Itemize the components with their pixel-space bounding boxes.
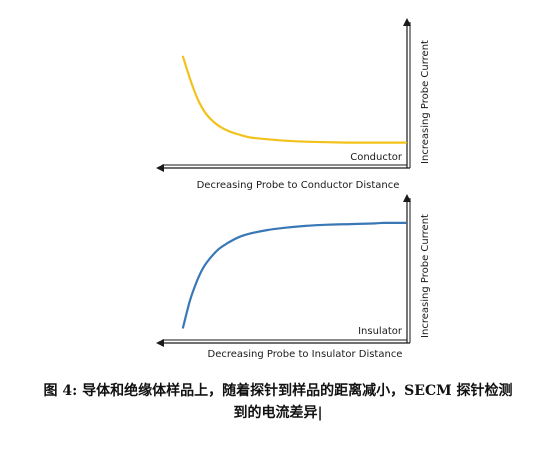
figure-caption-line-1: 图 4: 导体和绝缘体样品上，随着探针到样品的距离减小，SECM 探针检测 [43,383,513,399]
insulator-x-axis-label: Decreasing Probe to Insulator Distance [208,349,403,360]
conductor-chart: Conductor Decreasing Probe to Conductor … [156,18,431,191]
insulator-series-label: Insulator [358,326,403,337]
conductor-x-axis-label: Decreasing Probe to Conductor Distance [197,180,400,191]
insulator-series-line [181,221,408,329]
conductor-series-line [181,55,408,144]
conductor-series-label: Conductor [350,152,403,163]
insulator-y-axis-label: Increasing Probe Current [420,214,431,338]
figure-caption-line-2: 到的电流差异| [233,405,323,421]
insulator-chart: Insulator Decreasing Probe to Insulator … [156,194,431,360]
conductor-y-axis-label: Increasing Probe Current [420,40,431,164]
